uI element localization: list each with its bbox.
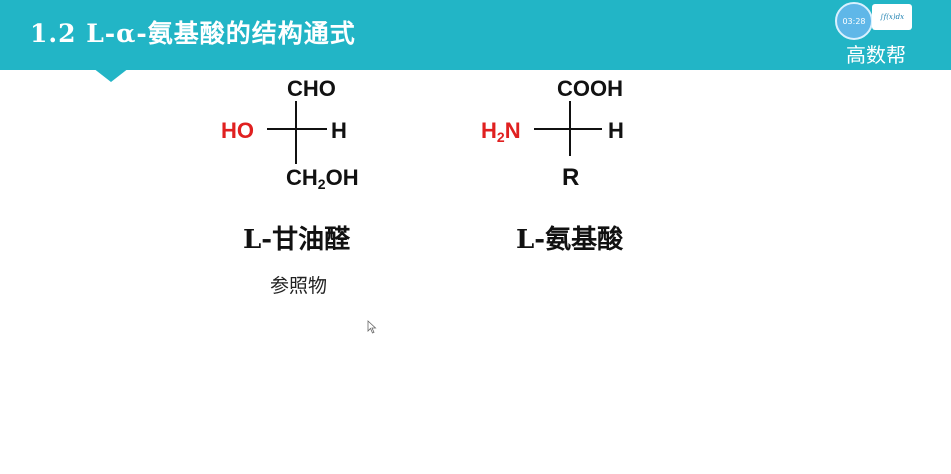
mouse-cursor-icon (367, 320, 377, 334)
label-l-amino-acid: L-氨基酸 (516, 225, 624, 255)
group-h2n: H2N (481, 118, 521, 145)
slide-header: 1.2 L-α-氨基酸的结构通式 03:28 ∫f(x)dx 高数帮 (0, 0, 951, 70)
amino-acid-structure: COOH H2N H R (481, 76, 624, 191)
glyceraldehyde-structure: CHO HO H CH2OH (221, 76, 359, 192)
group-ho: HO (221, 118, 254, 143)
group-ch2oh: CH2OH (286, 165, 359, 192)
slide-title: 1.2 L-α-氨基酸的结构通式 (30, 19, 356, 48)
reference-note: 参照物 (270, 275, 328, 297)
timer-badge: 03:28 (835, 2, 873, 40)
group-cho: CHO (287, 76, 336, 101)
header-notch-decoration (93, 68, 129, 82)
group-cooh: COOH (557, 76, 623, 101)
label-l-glyceraldehyde: L-甘油醛 (243, 225, 351, 255)
formula-logo: ∫f(x)dx (872, 4, 912, 30)
group-h-left: H (331, 118, 347, 143)
group-h-right: H (608, 118, 624, 143)
brand-logo-text: 高数帮 (846, 43, 906, 67)
group-r: R (562, 164, 579, 191)
